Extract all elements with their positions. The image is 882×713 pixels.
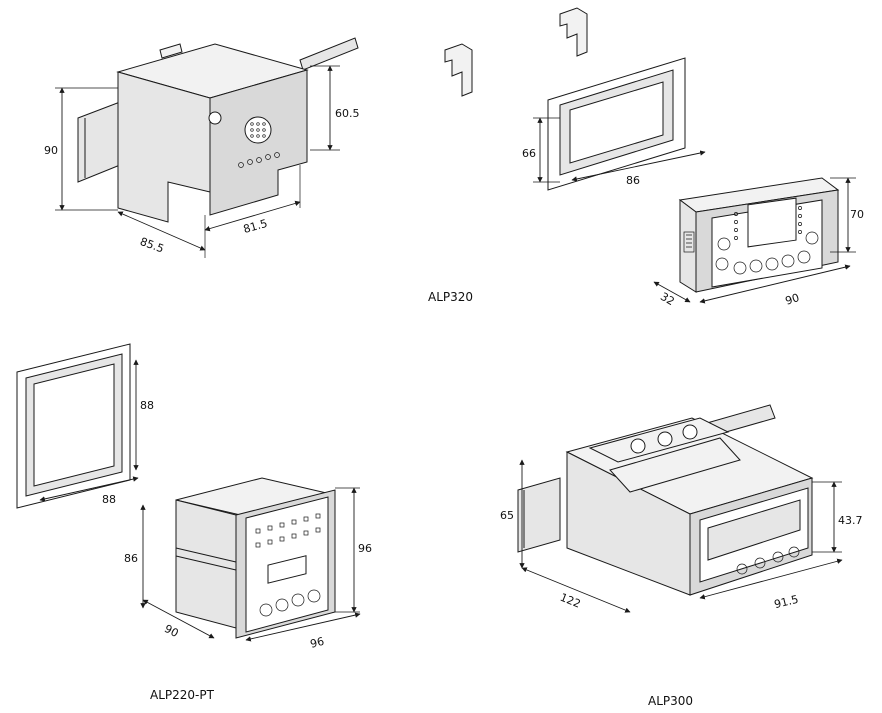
dim-label: 86: [626, 174, 640, 187]
dim-label: 81.5: [242, 217, 269, 236]
dim-label: 70: [850, 208, 864, 221]
caption-alp220: ALP220-PT: [150, 688, 215, 702]
dim-label: 96: [309, 635, 326, 651]
dim-label: 66: [522, 147, 536, 160]
caption-alp300: ALP300: [648, 694, 693, 708]
dim-label: 43.7: [838, 514, 863, 527]
dim-label: 88: [102, 493, 116, 506]
caption-alp320: ALP320: [428, 290, 473, 304]
dim-label: 65: [500, 509, 514, 522]
dim-label: 90: [784, 291, 801, 308]
device-3-drawing: [16, 343, 361, 642]
dim-label: 90: [44, 144, 58, 157]
dim-label: 122: [558, 591, 582, 611]
dim-label: 91.5: [773, 593, 800, 612]
device-4-drawing: [517, 404, 843, 613]
dim-label: 90: [162, 622, 180, 640]
dim-label: 96: [358, 542, 372, 555]
dim-label: 60.5: [335, 107, 360, 120]
device-2-drawing: [444, 7, 856, 304]
dim-label: 32: [658, 290, 677, 308]
device-1-drawing: [55, 37, 359, 258]
dim-label: 85.5: [138, 235, 165, 256]
dim-label: 86: [124, 552, 138, 565]
dim-label: 88: [140, 399, 154, 412]
